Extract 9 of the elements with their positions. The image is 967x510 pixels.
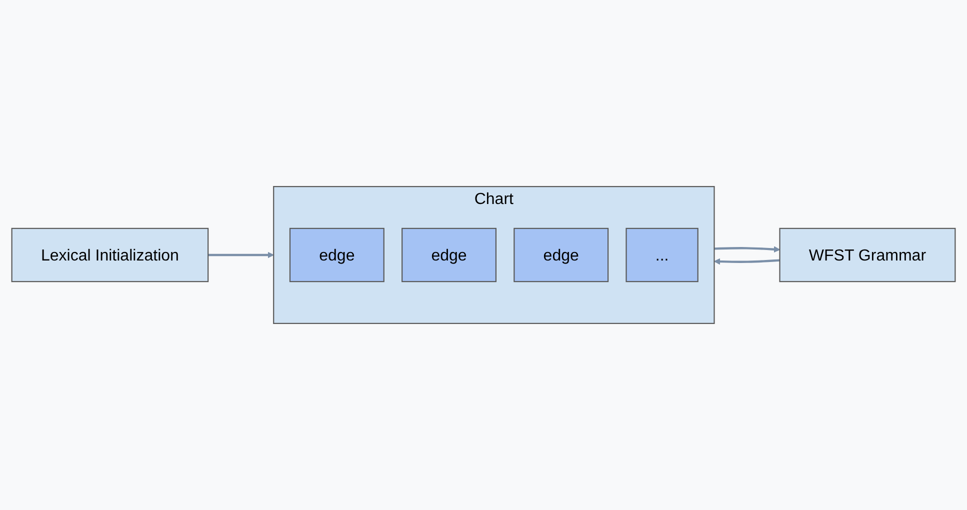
node-box: edge (289, 228, 384, 282)
arrow (714, 258, 780, 265)
node-box: edge (514, 228, 609, 282)
arrow (714, 246, 780, 253)
node-box: Lexical Initialization (11, 228, 209, 282)
node-box: ... (626, 228, 698, 282)
arrow (208, 252, 274, 258)
node-box: edge (402, 228, 496, 282)
node-box: WFST Grammar (779, 228, 956, 282)
